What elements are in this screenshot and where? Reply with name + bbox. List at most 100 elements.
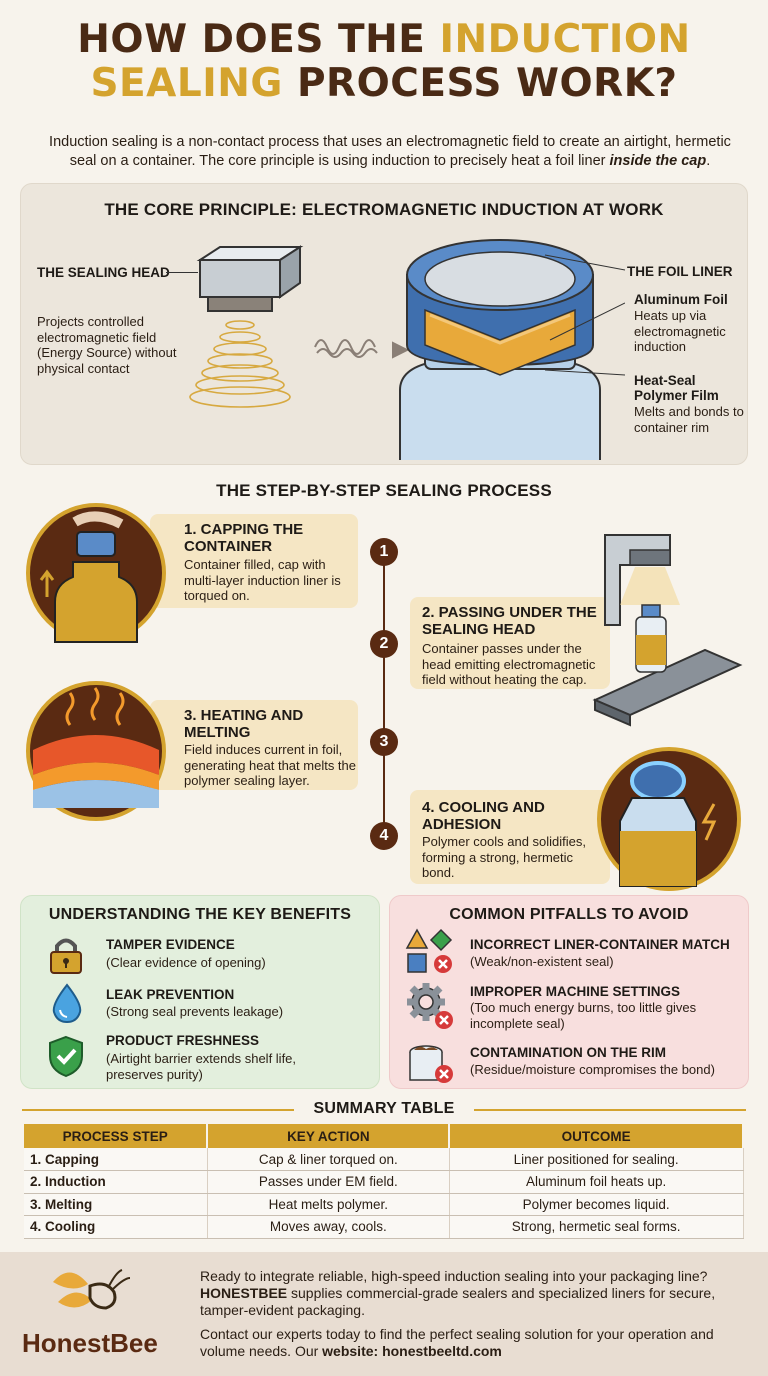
table-cell: Polymer becomes liquid.: [449, 1193, 744, 1216]
pitfalls-panel: [389, 895, 749, 1089]
table-row: 4. Cooling Moves away, cools. Strong, he…: [24, 1215, 744, 1239]
benefit-1-desc: (Clear evidence of opening): [106, 955, 266, 970]
benefit-2-desc: (Strong seal prevents leakage): [106, 1004, 284, 1019]
step-1-number: 1: [370, 538, 398, 566]
table-cell: Aluminum foil heats up.: [449, 1170, 744, 1194]
sealing-head-desc: Projects controlled electromagnetic fiel…: [37, 314, 177, 376]
pitfall-2-title: IMPROPER MACHINE SETTINGS: [470, 984, 681, 999]
pitfall-3-title: CONTAMINATION ON THE RIM: [470, 1045, 666, 1060]
step-2-desc: Container passes under the head emitting…: [422, 641, 596, 687]
table-cell: 2. Induction: [24, 1170, 208, 1194]
title-highlight-1: INDUCTION: [439, 17, 691, 62]
step-3-number: 3: [370, 728, 398, 756]
foil-liner-illustration: [399, 239, 625, 460]
pitfalls-heading: COMMON PITFALLS TO AVOID: [449, 906, 689, 923]
capping-bottle-icon: [54, 511, 138, 643]
small-bottle-icon: [635, 604, 667, 673]
table-cell: 3. Melting: [24, 1193, 208, 1216]
summary-rule-right: [474, 1109, 746, 1111]
benefit-3-desc: (Airtight barrier extends shelf life, pr…: [106, 1051, 297, 1082]
step-1-title: 1. CAPPING THE CONTAINER: [184, 521, 304, 555]
pitfall-1-desc: (Weak/non-existent seal): [470, 954, 614, 969]
summary-table: PROCESS STEP KEY ACTION OUTCOME 1. Cappi…: [24, 1124, 744, 1239]
step-2-title: 2. PASSING UNDER THE SEALING HEAD: [422, 604, 597, 638]
core-heading: THE CORE PRINCIPLE: ELECTROMAGNETIC INDU…: [104, 200, 664, 219]
table-cell: 4. Cooling: [24, 1215, 208, 1239]
page-title: HOW DOES THE INDUCTION SEALING PROCESS W…: [0, 18, 768, 106]
table-cell: Heat melts polymer.: [207, 1193, 450, 1216]
pitfall-3-desc: (Residue/moisture compromises the bond): [470, 1062, 715, 1077]
table-cell: Strong, hermetic seal forms.: [449, 1215, 744, 1239]
table-cell: Cap & liner torqued on.: [207, 1148, 450, 1171]
foil-liner-label: THE FOIL LINER: [627, 264, 733, 279]
benefit-3-title: PRODUCT FRESHNESS: [106, 1033, 260, 1048]
pitfall-1-title: INCORRECT LINER-CONTAINER MATCH: [470, 937, 730, 952]
step-3-box: [150, 700, 358, 790]
dirty-rim-icon: [409, 1045, 453, 1083]
heat-waves-icon: [65, 687, 125, 726]
wave-arrow-icon: [314, 339, 410, 359]
step-2-box: [410, 597, 610, 689]
footer-paragraph-2: Contact our experts today to find the pe…: [200, 1326, 748, 1360]
table-cell: 1. Capping: [24, 1148, 208, 1171]
intro-end: .: [706, 153, 711, 169]
sealing-head-illustration: [189, 245, 410, 408]
benefit-2-title: LEAK PREVENTION: [106, 987, 235, 1002]
sealing-machine-illustration: [592, 534, 743, 727]
step-4-title: 4. COOLING AND ADHESION: [422, 799, 545, 833]
footer-p1-a: Ready to integrate reliable, high-speed …: [200, 1268, 708, 1284]
table-row: 1. Capping Cap & liner torqued on. Liner…: [24, 1148, 744, 1171]
step-4-number: 4: [370, 822, 398, 850]
step-3-desc: Field induces current in foil, generatin…: [184, 742, 357, 788]
heat-layer-icon: [33, 735, 159, 808]
cooling-illustration: [597, 747, 741, 891]
title-text-2: PROCESS WORK?: [282, 61, 678, 106]
sealed-bottle-icon: [619, 761, 697, 887]
summary-heading: SUMMARY TABLE: [313, 1100, 455, 1117]
up-arrow-icon: [39, 569, 55, 597]
intro-text: Induction sealing is a non-contact proce…: [49, 134, 731, 169]
footer-paragraph-1: Ready to integrate reliable, high-speed …: [200, 1268, 748, 1319]
lightning-icon: [701, 803, 717, 841]
step-1-desc: Container filled, cap with multi-layer i…: [184, 557, 341, 603]
title-highlight-2: SEALING: [90, 61, 283, 106]
heating-illustration: [26, 681, 166, 821]
gear-icon: [407, 983, 453, 1029]
website-link[interactable]: website: honestbeeltd.com: [322, 1343, 502, 1359]
steps-timeline: [383, 552, 385, 824]
table-row: 2. Induction Passes under EM field. Alum…: [24, 1170, 744, 1194]
cap-bottle-icon: [399, 239, 601, 460]
table-row: 3. Melting Heat melts polymer. Polymer b…: [24, 1193, 744, 1216]
sealing-head-leader: [166, 272, 198, 273]
intro-paragraph: Induction sealing is a non-contact proce…: [40, 133, 740, 171]
footer-p1-c: supplies commercial-grade sealers and sp…: [200, 1285, 716, 1318]
summary-rule-left: [22, 1109, 294, 1111]
table-cell: Liner positioned for sealing.: [449, 1148, 744, 1171]
col-key-action: KEY ACTION: [207, 1124, 451, 1148]
benefit-1-title: TAMPER EVIDENCE: [106, 937, 235, 952]
step-2-number: 2: [370, 630, 398, 658]
polymer-film-label: Heat-Seal Polymer Film: [634, 373, 719, 403]
padlock-icon: [50, 938, 82, 974]
col-process-step: PROCESS STEP: [24, 1124, 209, 1148]
intro-emphasis: inside the cap: [609, 153, 707, 169]
honestbee-logo-icon: [53, 1269, 131, 1310]
shield-check-icon: [49, 1035, 83, 1078]
sealing-head-icon: [196, 245, 304, 312]
aluminum-foil-desc: Heats up via electromagnetic induction: [634, 308, 726, 354]
brand-name: HonestBee: [22, 1328, 158, 1358]
steps-heading: THE STEP-BY-STEP SEALING PROCESS: [216, 481, 552, 500]
machine-head-icon: [604, 534, 671, 626]
step-4-desc: Polymer cools and solidifies, forming a …: [422, 834, 587, 880]
water-drop-icon: [52, 983, 82, 1024]
shapes-icon: [405, 928, 453, 973]
footer-p2-a: Contact our experts today to find the pe…: [200, 1326, 714, 1359]
table-cell: Passes under EM field.: [207, 1170, 450, 1194]
aluminum-foil-label: Aluminum Foil: [634, 292, 728, 307]
benefits-heading: UNDERSTANDING THE KEY BENEFITS: [48, 906, 352, 923]
core-principle-panel: [20, 183, 748, 465]
polymer-film-desc: Melts and bonds to container rim: [634, 404, 744, 435]
conveyor-icon: [592, 648, 743, 727]
em-field-icon: [189, 320, 291, 408]
table-cell: Moves away, cools.: [207, 1215, 450, 1239]
